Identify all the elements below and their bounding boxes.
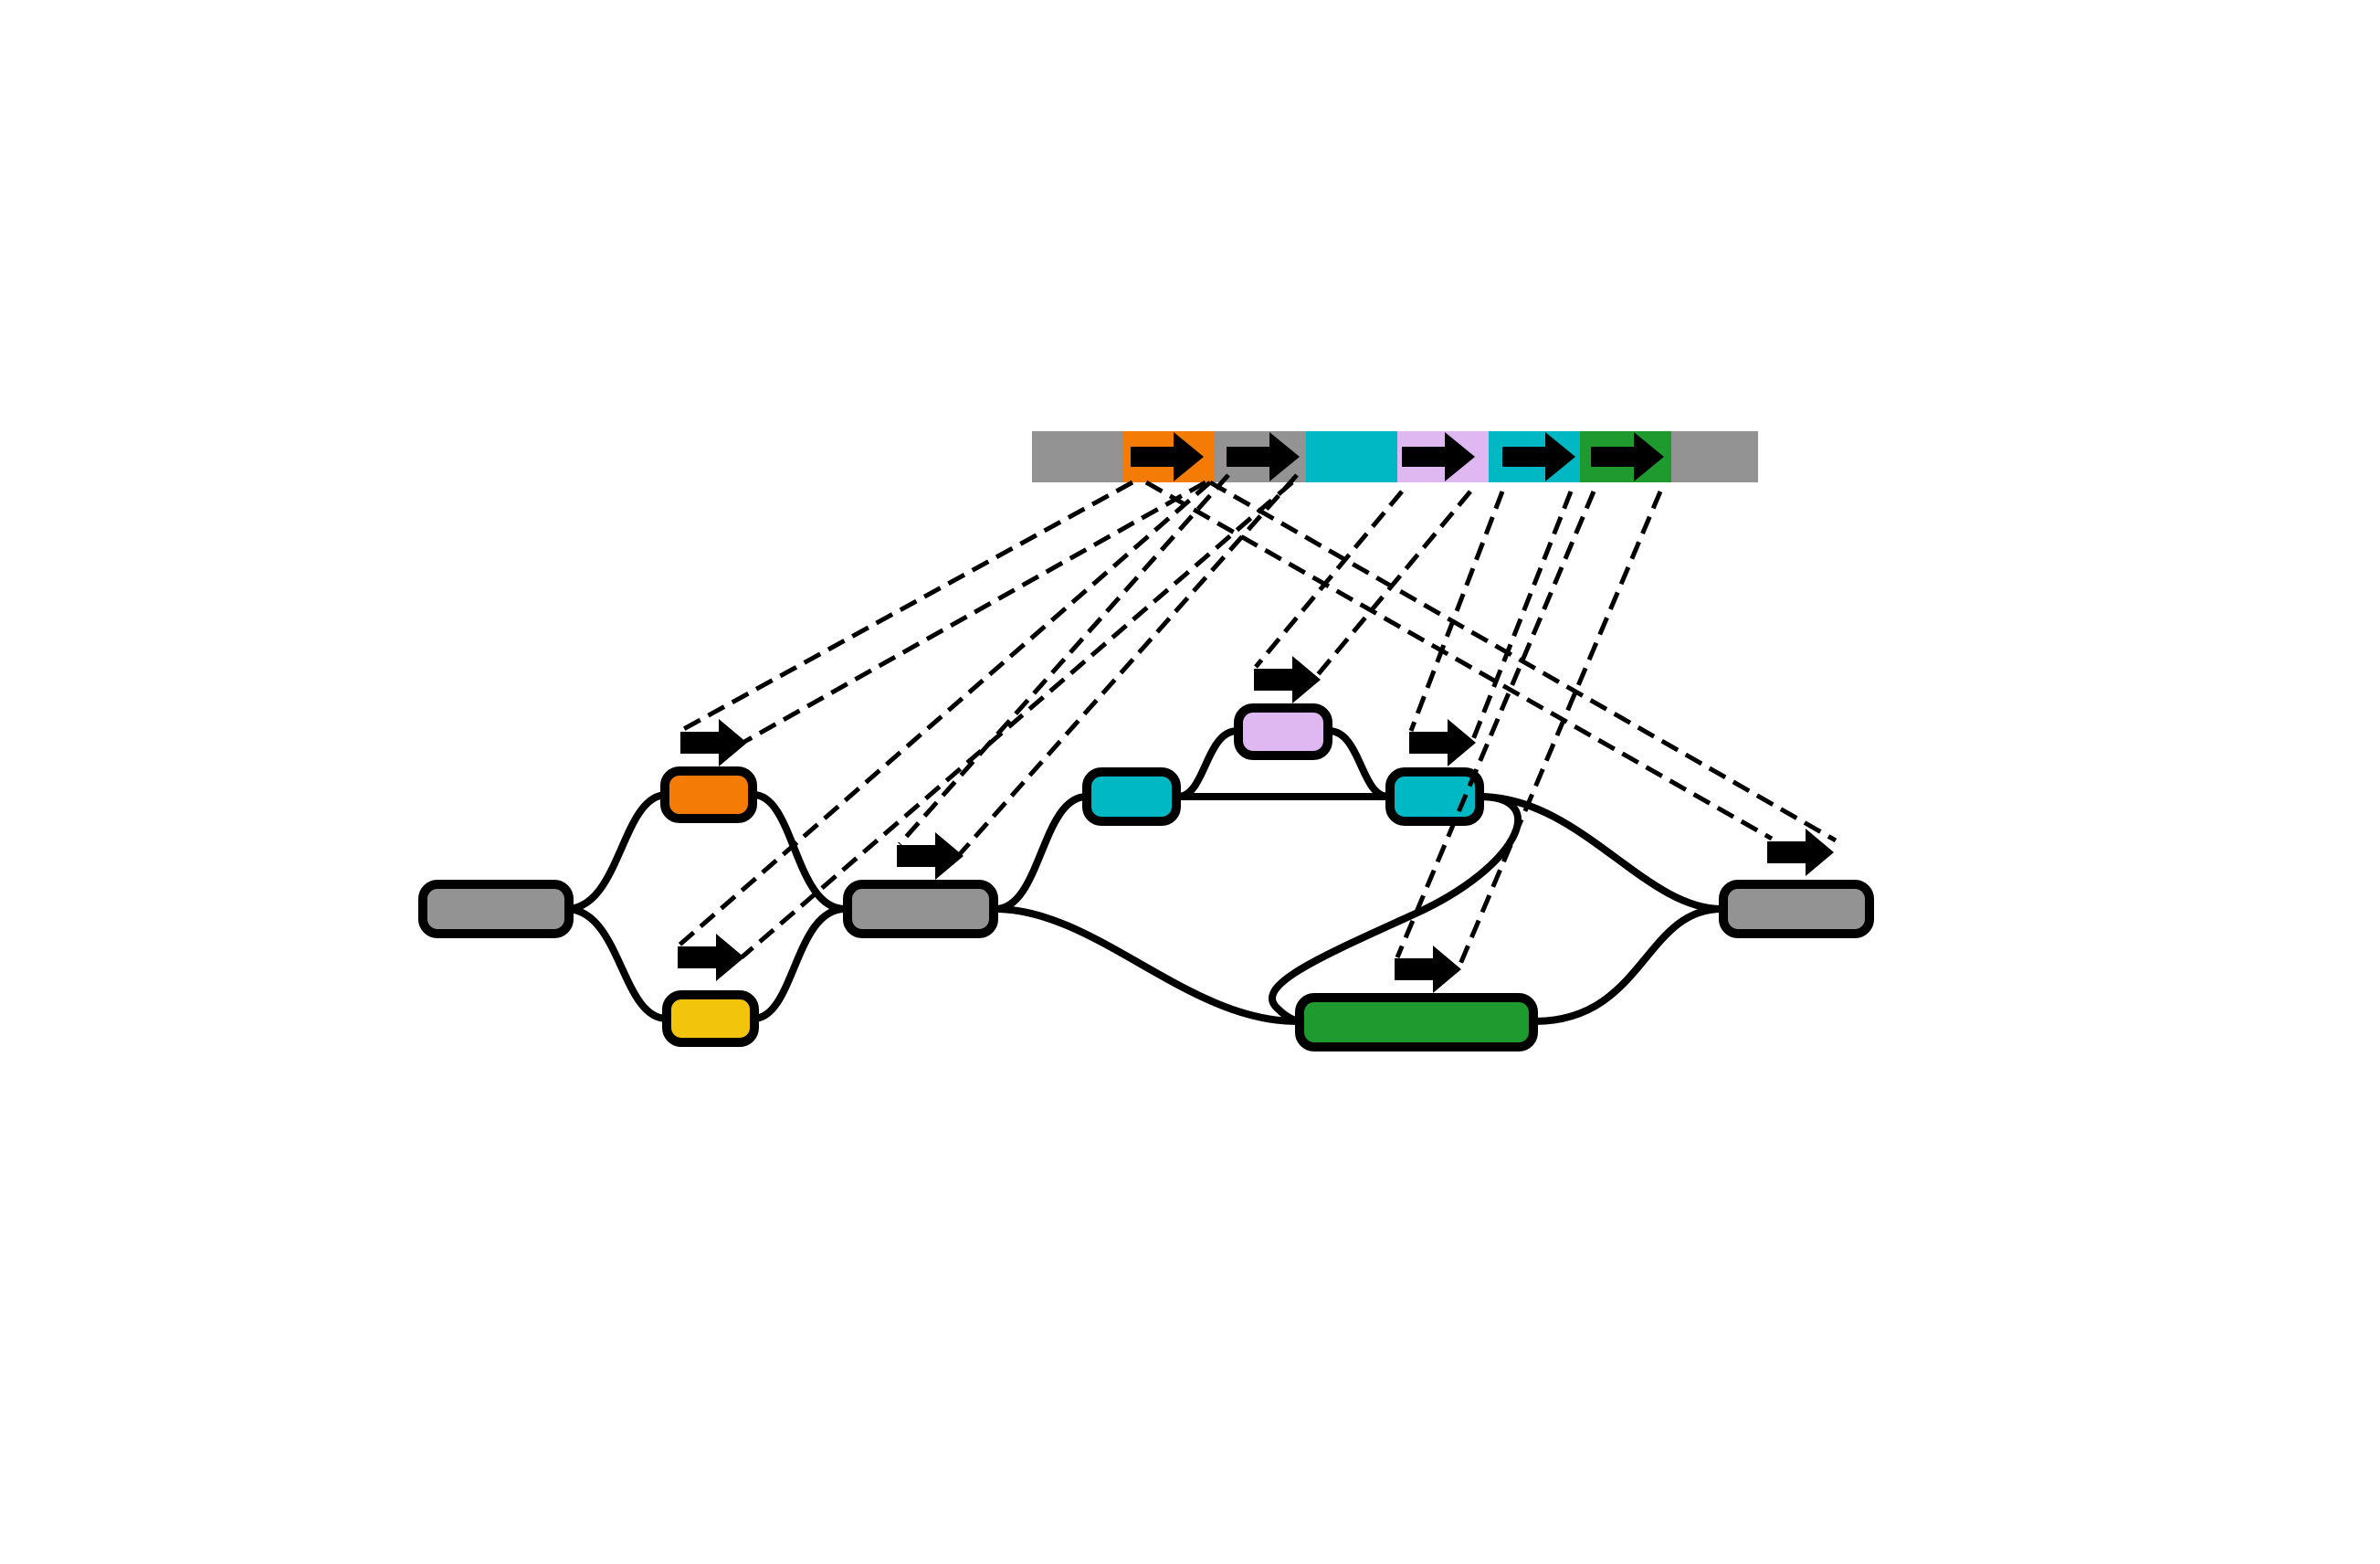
edge-left-orange — [563, 791, 670, 913]
node-arrows — [678, 656, 1834, 993]
node-lavender — [1234, 703, 1332, 760]
path-segment-left-flank — [1032, 431, 1123, 482]
edge-cyan-a-lavender — [1174, 727, 1241, 800]
node-green — [1295, 993, 1538, 1051]
mapping-line — [1408, 491, 1505, 732]
edge-mid-green — [992, 905, 1301, 1025]
arrow-right-icon — [1767, 829, 1834, 876]
arrow-right-icon — [1131, 432, 1204, 481]
node-yellow — [662, 990, 759, 1047]
mapping-line — [1208, 480, 1838, 843]
node-orange — [660, 766, 757, 823]
path-bar-arrows — [1131, 432, 1664, 481]
path-segment-right-flank — [1671, 431, 1758, 482]
arrow-right-icon — [680, 719, 747, 766]
node-left-gray — [418, 880, 574, 938]
edge-yellow-mid — [750, 905, 848, 1022]
mapping-line — [1254, 490, 1404, 669]
arrow-right-icon — [1395, 946, 1461, 993]
mapping-line — [1395, 491, 1596, 958]
mapping-line — [679, 480, 1134, 734]
arrow-right-icon — [1227, 432, 1300, 481]
arrow-right-icon — [1254, 656, 1321, 703]
mapping-line — [676, 481, 1212, 948]
arrow-right-icon — [1402, 432, 1475, 481]
mapping-line — [898, 473, 1230, 846]
arrow-right-icon — [1502, 432, 1575, 481]
mapping-line — [1469, 491, 1574, 743]
mapping-line — [740, 481, 1294, 959]
mapping-line — [1456, 491, 1663, 969]
mapping-lines — [676, 473, 1838, 969]
edge-mid-cyan-a — [992, 793, 1090, 913]
node-cyan-b — [1385, 767, 1484, 826]
edge-lavender-cyan-b — [1325, 727, 1392, 800]
arrow-right-icon — [678, 934, 744, 981]
edge-cyan-b-right — [1476, 793, 1725, 913]
node-cyan-a — [1082, 767, 1181, 826]
arrow-right-icon — [897, 832, 964, 880]
mapping-line — [742, 480, 1207, 745]
arrow-right-icon — [1409, 719, 1476, 766]
mapping-line — [1144, 480, 1774, 841]
path-segment-cyan-first — [1306, 431, 1397, 482]
arrow-right-icon — [1591, 432, 1664, 481]
path-bar — [1032, 431, 1758, 482]
graph-nodes — [418, 703, 1874, 1051]
edge-green-right — [1531, 905, 1725, 1025]
edge-left-yellow — [563, 905, 670, 1022]
edge-cyan-b-green-loop — [1269, 793, 1522, 1025]
edge-orange-mid — [750, 791, 848, 913]
node-mid-gray — [843, 880, 998, 938]
node-right-gray — [1719, 880, 1874, 938]
